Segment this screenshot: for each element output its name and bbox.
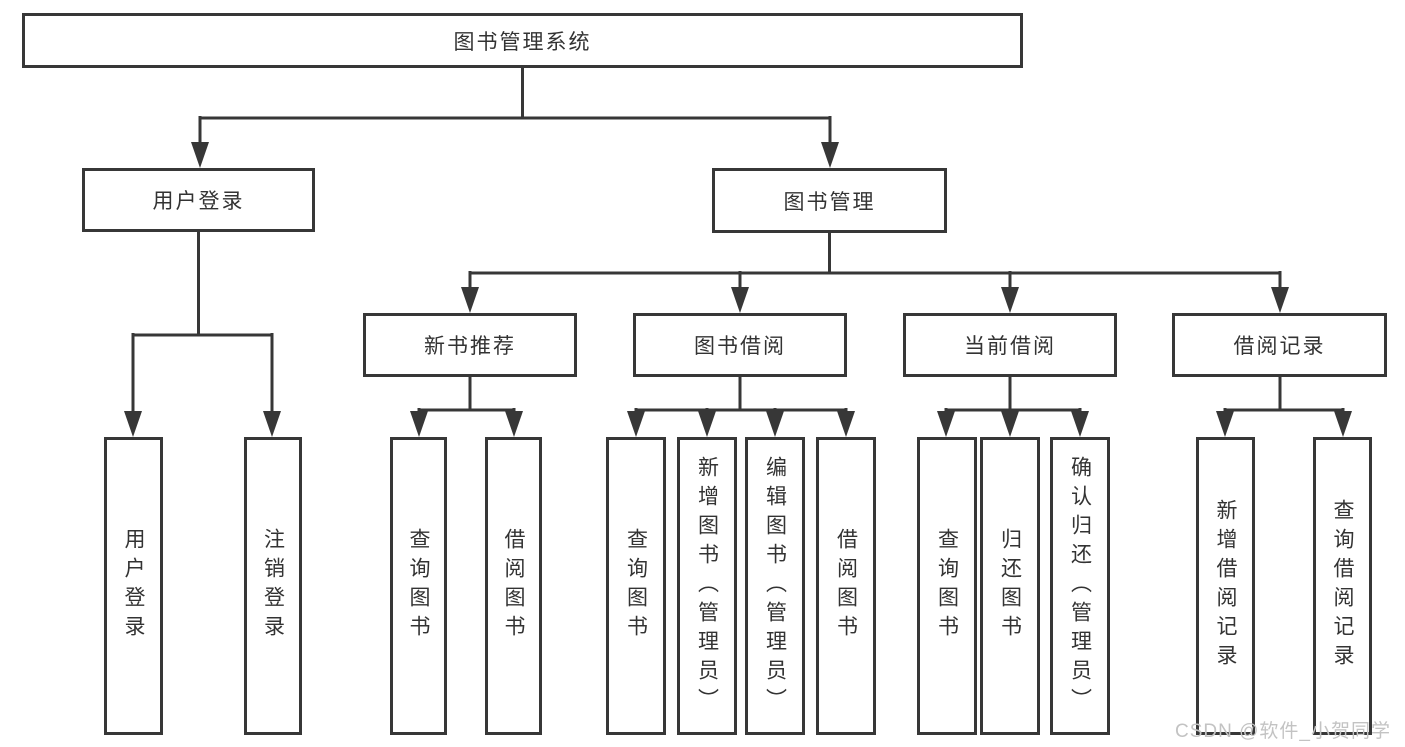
leaf-borrowing-query-books: 查询图书 <box>606 437 666 735</box>
connector-root-to-level2 <box>191 68 839 168</box>
connector-borrowing-records-to-leaves <box>1216 377 1352 437</box>
leaf-user-login: 用户登录 <box>104 437 163 735</box>
csdn-watermark: CSDN @软件_小贺同学 <box>1175 721 1391 742</box>
leaf-borrowing-borrow-books: 借阅图书 <box>816 437 876 735</box>
node-book-borrowing: 图书借阅 <box>633 313 847 377</box>
leaf-borrowing-add-books-admin: 新增图书（管理员） <box>677 437 737 735</box>
connector-book-borrowing-to-leaves <box>627 377 855 437</box>
node-user-login: 用户登录 <box>82 168 315 232</box>
leaf-borrowing-edit-books-admin: 编辑图书（管理员） <box>745 437 805 735</box>
leaf-recommend-borrow-books: 借阅图书 <box>485 437 542 735</box>
leaf-records-add-record: 新增借阅记录 <box>1196 437 1255 735</box>
leaf-current-query-books: 查询图书 <box>917 437 977 735</box>
node-book-management: 图书管理 <box>712 168 947 233</box>
leaf-logout: 注销登录 <box>244 437 302 735</box>
connector-new-book-recommend-to-leaves <box>410 377 523 437</box>
leaf-current-return-books: 归还图书 <box>980 437 1040 735</box>
node-root-system: 图书管理系统 <box>22 13 1023 68</box>
node-new-book-recommend: 新书推荐 <box>363 313 577 377</box>
connector-current-borrowing-to-leaves <box>937 377 1089 437</box>
connector-user-login-to-leaves <box>124 232 281 437</box>
leaf-records-query-record: 查询借阅记录 <box>1313 437 1372 735</box>
connector-book-mgmt-to-level3 <box>461 233 1289 313</box>
node-current-borrowing: 当前借阅 <box>903 313 1117 377</box>
node-borrowing-records: 借阅记录 <box>1172 313 1387 377</box>
leaf-recommend-query-books: 查询图书 <box>390 437 447 735</box>
leaf-current-confirm-return-admin: 确认归还（管理员） <box>1050 437 1110 735</box>
